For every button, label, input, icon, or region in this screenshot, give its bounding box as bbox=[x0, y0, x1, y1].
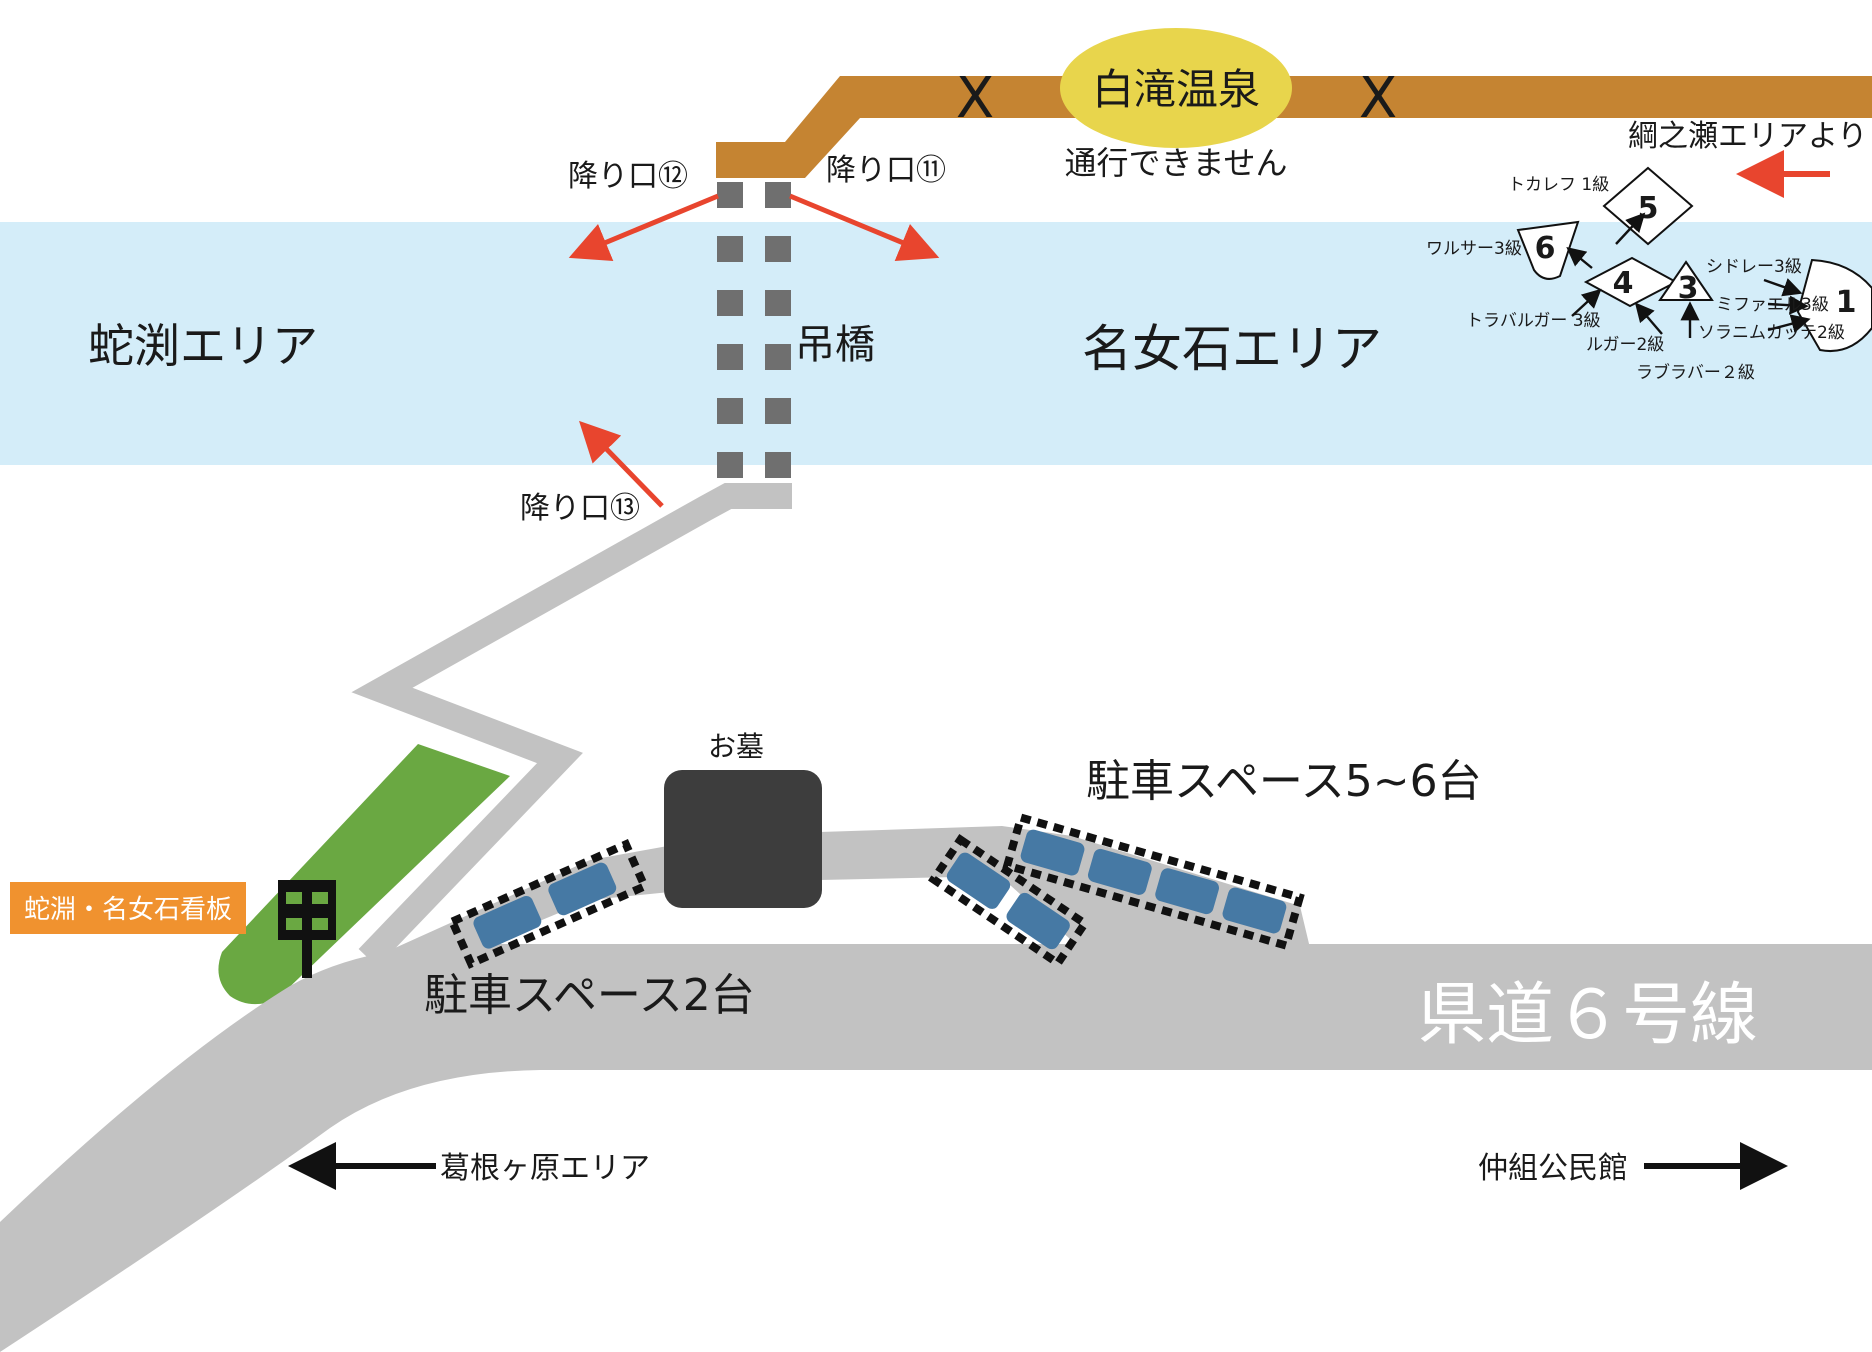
exit-12-label: 降り口⑫ bbox=[568, 159, 688, 194]
blocked-x-mark: X bbox=[1359, 66, 1397, 131]
parked-car bbox=[548, 862, 617, 916]
onsen-marker bbox=[1060, 28, 1292, 148]
route-number-1: 1 bbox=[1836, 285, 1857, 320]
signboard-tag bbox=[10, 882, 246, 934]
exit-11-arrow bbox=[789, 193, 940, 261]
bridge-plank bbox=[765, 290, 791, 316]
route-label-soranium: ソラニムカッテ2級 bbox=[1698, 323, 1845, 343]
route-number-3: 3 bbox=[1678, 271, 1699, 306]
grave-label: お墓 bbox=[708, 730, 764, 763]
signboard-middle bbox=[278, 904, 336, 918]
blocked-notice: 通行できません bbox=[1064, 144, 1287, 182]
route-arrow bbox=[1767, 314, 1811, 333]
route-arrow bbox=[1767, 295, 1809, 315]
route-label-raburaba: ラブラバー２級 bbox=[1636, 362, 1755, 383]
parking-large-cars-row bbox=[1002, 812, 1305, 951]
bridge-label: 吊橋 bbox=[795, 322, 875, 368]
route-arrow bbox=[1566, 246, 1593, 269]
route-number-4: 4 bbox=[1613, 266, 1634, 301]
exit-12-arrow bbox=[568, 193, 719, 261]
bridge-plank bbox=[765, 236, 791, 262]
bridge-plank bbox=[765, 182, 791, 208]
bridge-plank bbox=[717, 236, 743, 262]
parking-small-label: 駐車スペース2台 bbox=[424, 970, 755, 1021]
bridge-plank bbox=[717, 344, 743, 370]
exit-13-label: 降り口⑬ bbox=[520, 491, 640, 526]
access-path bbox=[351, 483, 792, 968]
road-name: 県道６号線 bbox=[1418, 976, 1758, 1055]
boulder-1-outline bbox=[1796, 258, 1872, 352]
signboard-top bbox=[278, 880, 336, 892]
parked-car bbox=[1155, 868, 1219, 915]
area-label-jabuchi: 蛇渕エリア bbox=[88, 319, 318, 373]
route-label-warusa: ワルサー3級 bbox=[1426, 239, 1522, 259]
route-number-5: 5 bbox=[1638, 191, 1659, 226]
grave-block bbox=[664, 770, 822, 908]
onsen-label: 白滝温泉 bbox=[1092, 65, 1260, 114]
route-arrow bbox=[1571, 288, 1602, 317]
signboard-post-icon bbox=[278, 880, 336, 978]
parked-car bbox=[1006, 892, 1070, 950]
boulder-6-outline bbox=[1516, 220, 1580, 280]
bridge-plank bbox=[717, 290, 743, 316]
bridge-plank bbox=[717, 182, 743, 208]
signboard-pole bbox=[302, 880, 312, 978]
parking-bay-outline bbox=[447, 839, 650, 969]
signboard-bottom bbox=[278, 930, 336, 940]
parked-car bbox=[946, 852, 1011, 909]
blocked-x-mark: X bbox=[956, 66, 994, 131]
exit-11-label: 降り口⑪ bbox=[826, 153, 946, 188]
parked-car bbox=[1087, 848, 1152, 895]
prefectural-road bbox=[0, 944, 1872, 1352]
route-arrow bbox=[1763, 278, 1803, 297]
route-cluster: 5 6 4 3 1 トカレフ 1級 ワルサー3級 シドレー3級 ミファエル3級 … bbox=[1426, 166, 1872, 383]
parking-spur-small bbox=[386, 842, 690, 952]
parked-car bbox=[1020, 829, 1085, 876]
exit-13-arrow bbox=[579, 420, 664, 508]
parking-bay-outline bbox=[1002, 812, 1305, 951]
route-number-6: 6 bbox=[1535, 231, 1556, 266]
route-label-tokarefu: トカレフ 1級 bbox=[1508, 175, 1609, 195]
suspension-bridge bbox=[717, 182, 791, 478]
bridge-plank bbox=[765, 344, 791, 370]
route-label-mifaeru: ミファエル3級 bbox=[1716, 295, 1829, 315]
parking-small-cars bbox=[447, 839, 650, 969]
blocked-trail bbox=[716, 76, 1872, 178]
bridge-plank bbox=[765, 398, 791, 424]
bridge-plank bbox=[717, 452, 743, 478]
parked-car bbox=[1222, 887, 1287, 934]
direction-right-label: 仲組公民館 bbox=[1478, 1151, 1628, 1186]
route-arrow bbox=[1615, 212, 1646, 245]
area-label-tsunanose: 綱之瀬エリアより bbox=[1628, 119, 1867, 154]
parking-large-label: 駐車スペース5~6台 bbox=[1086, 756, 1482, 807]
signboard-right-edge bbox=[328, 880, 336, 940]
route-arrow bbox=[1634, 302, 1663, 335]
area-label-meijoishi: 名女石エリア bbox=[1082, 320, 1382, 378]
parking-bay-outline bbox=[928, 834, 1091, 969]
route-label-ruga: ルガー2級 bbox=[1586, 335, 1664, 355]
bridge-plank bbox=[765, 452, 791, 478]
signboard-tag-text: 蛇淵・名女石看板 bbox=[24, 895, 232, 925]
parking-large-cars-angled bbox=[928, 834, 1091, 969]
signboard-left-edge bbox=[278, 880, 286, 940]
bridge-plank bbox=[717, 398, 743, 424]
parked-car bbox=[473, 895, 542, 949]
route-label-shidore: シドレー3級 bbox=[1706, 257, 1802, 277]
route-label-torafaruga: トラバルガー 3級 bbox=[1466, 311, 1601, 331]
boulder-3-outline bbox=[1658, 260, 1714, 301]
direction-left-label: 葛根ヶ原エリア bbox=[440, 1151, 650, 1186]
